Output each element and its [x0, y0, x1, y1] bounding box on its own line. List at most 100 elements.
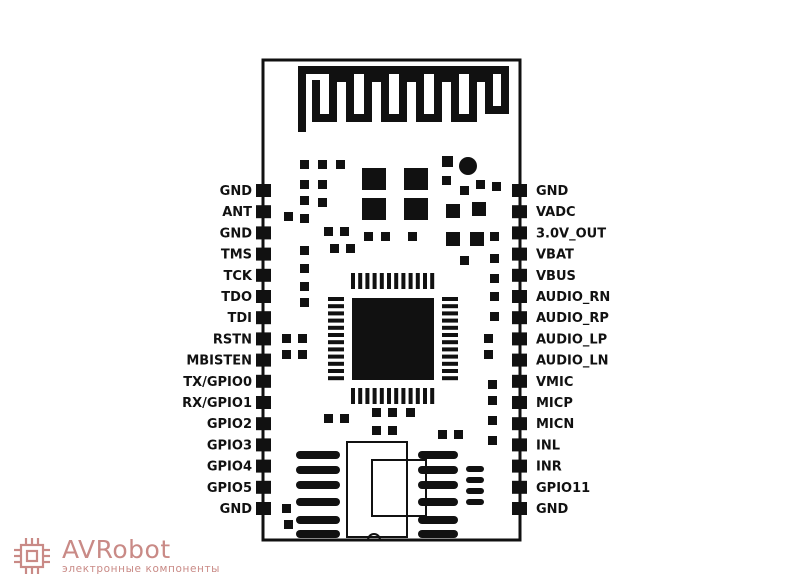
chip-pin: [365, 388, 370, 404]
right-pin-pads: [512, 184, 527, 515]
left-pin-label: GPIO3: [207, 438, 252, 453]
chip-pin: [328, 318, 344, 323]
right-pad: [512, 374, 527, 388]
chip-pin: [372, 388, 377, 404]
right-pin-label: GPIO11: [536, 481, 590, 496]
chip-pin: [394, 388, 399, 404]
chip-pin: [442, 297, 458, 301]
left-pad: [256, 459, 271, 473]
right-pad: [512, 290, 527, 303]
chip-pin: [442, 318, 458, 323]
smd-components: [282, 156, 501, 529]
chip-pin: [387, 273, 391, 289]
chip-pin: [358, 388, 363, 404]
chip-pins-left: [328, 297, 344, 381]
right-pin-label: INL: [536, 438, 560, 453]
right-pin-label: AUDIO_RN: [536, 290, 610, 305]
main-chip: [328, 273, 458, 404]
left-pin-label: MBISTEN: [186, 354, 252, 369]
right-pin-label: AUDIO_LP: [536, 332, 607, 347]
left-pad: [256, 353, 271, 367]
chip-pin: [328, 361, 344, 366]
chip-pin: [328, 347, 344, 352]
right-pin-label: 3.0V_OUT: [536, 226, 606, 241]
chip-pin: [365, 273, 370, 289]
left-pad: [256, 374, 271, 388]
chip-pin: [423, 273, 427, 289]
left-pin-label: GND: [220, 502, 253, 517]
left-pin-label: TDO: [221, 290, 252, 305]
right-pad: [512, 205, 527, 219]
chip-pin: [351, 273, 355, 289]
chip-pin: [328, 297, 344, 301]
left-pin-label: GPIO5: [207, 481, 252, 496]
bottom-left-pads: [296, 451, 340, 538]
chip-pin: [423, 388, 427, 404]
chip-pin: [442, 354, 458, 359]
right-pad: [512, 480, 527, 494]
right-pad: [512, 184, 527, 197]
chip-pin: [442, 340, 458, 345]
chip-pins-right: [442, 297, 458, 381]
chip-pin: [328, 333, 344, 337]
right-pin-labels: GND VADC 3.0V_OUT VBAT VBUS AUDIO_RN AUDIO_RP A…: [536, 184, 610, 517]
right-pin-label: GND: [536, 502, 569, 517]
right-pin-label: VADC: [536, 205, 576, 220]
right-pin-label: GND: [536, 184, 569, 199]
chip-pin: [379, 273, 384, 289]
right-pad: [512, 247, 527, 261]
left-pad: [256, 247, 271, 261]
right-pad: [512, 417, 527, 431]
right-pin-label: AUDIO_RP: [536, 311, 609, 326]
left-pad: [256, 226, 271, 240]
left-pin-label: TX/GPIO0: [183, 375, 252, 390]
brand-name: AVRobot: [62, 535, 171, 564]
right-pad: [512, 268, 527, 282]
right-pin-label: INR: [536, 460, 562, 475]
antenna-trace: [298, 66, 509, 132]
chip-pin: [328, 376, 344, 381]
right-pad: [512, 332, 527, 346]
chip-pin: [328, 304, 344, 309]
right-pin-label: VBUS: [536, 269, 576, 284]
left-pad: [256, 268, 271, 282]
chip-pin: [442, 304, 458, 309]
chip-pin: [328, 340, 344, 345]
component-outline-crystal: [371, 459, 427, 517]
chip-pin: [387, 388, 391, 404]
chip-pin: [379, 388, 384, 404]
left-pin-label: ANT: [222, 205, 252, 220]
left-pin-labels: GNDANTGNDTMSTCKTDOTDIRSTNMBISTENTX/GPIO0…: [182, 184, 253, 517]
chip-pin: [442, 333, 458, 337]
brand-tagline: электронные компоненты: [62, 563, 221, 575]
component-notch: [367, 533, 381, 541]
chip-pin: [442, 361, 458, 366]
left-pad: [256, 396, 271, 409]
chip-pin: [415, 273, 420, 289]
right-pad: [512, 502, 527, 515]
chip-pin: [442, 311, 458, 316]
chip-pin: [442, 347, 458, 352]
chip-pin: [351, 388, 355, 404]
left-pad: [256, 205, 271, 219]
right-pin-label: VMIC: [536, 375, 573, 390]
left-pad: [256, 417, 271, 431]
left-pin-label: GPIO4: [207, 460, 252, 475]
chip-pin: [415, 388, 420, 404]
left-pin-label: TDI: [228, 311, 253, 326]
chip-logo-icon: [14, 538, 50, 574]
left-pin-label: GND: [220, 184, 253, 199]
left-pad: [256, 480, 271, 494]
chip-pin: [372, 273, 377, 289]
left-pin-label: GND: [220, 226, 253, 241]
right-pad: [512, 396, 527, 409]
right-pin-label: AUDIO_LN: [536, 354, 609, 369]
right-pin-label: VBAT: [536, 248, 574, 263]
chip-pin: [401, 273, 406, 289]
right-pin-label: MICP: [536, 396, 573, 411]
left-pad: [256, 311, 271, 325]
chip-pin: [328, 354, 344, 359]
right-pad: [512, 311, 527, 325]
left-pin-pads: [256, 184, 271, 515]
chip-pin: [328, 369, 344, 373]
